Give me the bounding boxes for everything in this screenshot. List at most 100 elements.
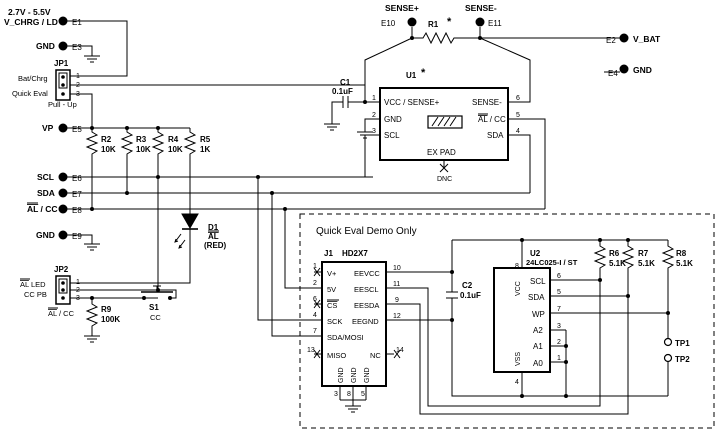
terminal-e8[interactable] [58,204,68,214]
u1-alcc-cc: / CC [488,115,506,124]
terminal-e3[interactable] [58,41,68,51]
u2-pin-8: 8 [515,263,519,270]
junction-u2-vcc [520,238,524,242]
terminal-e7[interactable] [58,188,68,198]
u1-alcc-al: AL [478,115,488,124]
terminal-e2-group: E2 V_BAT [606,33,661,45]
jp1-ref: JP1 [54,59,69,68]
gnd-label-top: GND [36,41,55,51]
s1-actuator-stem [153,285,161,292]
wire-sense-plus-vcc [364,37,413,85]
r6-zigzag [593,240,607,280]
j1-pin-8: 8 [347,391,351,398]
j1-pin14-nc-mark [393,349,401,359]
u2-pin-4: 4 [515,379,519,386]
r5-value: 1K [200,145,210,154]
j1-pin-14: 14 [396,347,404,354]
terminal-e6[interactable] [58,172,68,182]
wire-eesda-u2-sda [410,296,629,415]
wire-u1-alcc [515,118,546,209]
u1-scl-pin: SCL [384,131,400,140]
terminal-e7-group: SDA E7 [37,188,82,199]
terminal-e2[interactable] [619,33,629,43]
junction-u2-a0 [564,360,568,364]
r5-zigzag [183,128,197,158]
r9-zigzag [85,298,99,336]
terminal-e1-group: 2.7V - 5.5V V_CHRG / LD E1 [4,7,82,27]
j1-cs: CS [327,301,337,310]
r3-zigzag [120,128,134,158]
c1-body [331,96,365,124]
j1-pin-5: 5 [361,391,365,398]
d1-ref: D1 [208,223,219,232]
resistor-r7: R7 5.1K [621,240,655,296]
wire-j1-sck-scl [257,177,314,321]
switch-s1[interactable]: S1 CC [92,285,177,322]
terminal-e1[interactable] [58,16,68,26]
j1-gnd-c: GND [364,367,371,383]
wire-j1-sda-sda [271,193,314,337]
resistor-r5: R5 1K [183,128,211,158]
r5-ref: R5 [200,135,211,144]
wire-jp2-ccpb [70,278,159,291]
terminal-e10-label: E10 [381,19,396,28]
al-cc-label-cc: / CC [38,204,57,214]
j1-5v: 5V [327,285,336,294]
test-point-tp1[interactable] [663,337,673,347]
test-point-tp2[interactable] [663,353,673,363]
j1-ground-symbol [345,400,361,413]
wire-u1-scl [364,134,373,177]
r9-value: 100K [101,315,120,324]
j1-sck: SCK [327,317,342,326]
capacitor-c2: C2 0.1uF [410,271,481,320]
d1-ray-2 [178,239,186,249]
e9-ground-symbol [84,243,100,251]
u2-a1: A1 [533,342,543,351]
junction-scl-r4 [156,175,160,179]
jp2-shunt [58,278,68,294]
r4-value: 10K [168,145,183,154]
gnd-label-right: GND [633,65,652,75]
terminal-e11[interactable] [475,17,485,27]
u2-wp: WP [532,310,545,319]
quick-eval-demo-title: Quick Eval Demo Only [316,226,417,237]
jp1-opt-quick-eval: Quick Eval [12,89,48,98]
r2-zigzag [85,128,99,158]
u2-pin-2: 2 [557,339,561,346]
jp1-pin-dot-2 [61,83,65,87]
jp1-pull-up-note: Pull - Up [48,100,77,109]
r3-value: 10K [136,145,151,154]
jp1-pin-dot-1 [61,75,65,79]
u1-dnc-label: DNC [437,176,452,183]
r1-star: * [447,16,452,28]
u2-vss: VSS [515,352,522,366]
terminal-e5-label: E5 [72,125,82,134]
u1-ex-pad-hatch [431,116,457,127]
terminal-e6-label: E6 [72,174,82,183]
resistor-r6: R6 5.1K [593,240,626,280]
u1-alcc-pin: AL / CC [478,115,506,124]
vp-label: VP [42,123,54,133]
r4-zigzag [151,128,165,158]
wire-j1-5v-alcc [284,209,314,289]
terminal-e9[interactable] [58,230,68,240]
r1-resistor [411,27,481,45]
s1-to-ccpb [158,289,177,299]
u2-pin-1: 1 [557,355,561,362]
j1-pin13-nc-mark [313,349,321,359]
resistor-r3: R3 10K [120,128,151,158]
terminal-e5[interactable] [58,123,68,133]
terminal-e4[interactable] [619,64,629,74]
r7-zigzag [621,240,635,296]
j1-pin-1: 1 [313,263,317,270]
u2-a2: A2 [533,326,543,335]
r7-ref: R7 [638,249,649,258]
test-points: TP1 TP2 [663,337,690,396]
terminal-e10[interactable] [407,17,417,27]
u1-vcc-pin: VCC / SENSE+ [384,98,440,107]
j1-eesda: EESDA [354,301,379,310]
resistor-r8: R8 5.1K [661,240,693,338]
u1-pin-3: 3 [372,128,376,135]
sense-minus-label: SENSE- [465,3,497,13]
jp2-note-cc: / CC [57,309,75,318]
